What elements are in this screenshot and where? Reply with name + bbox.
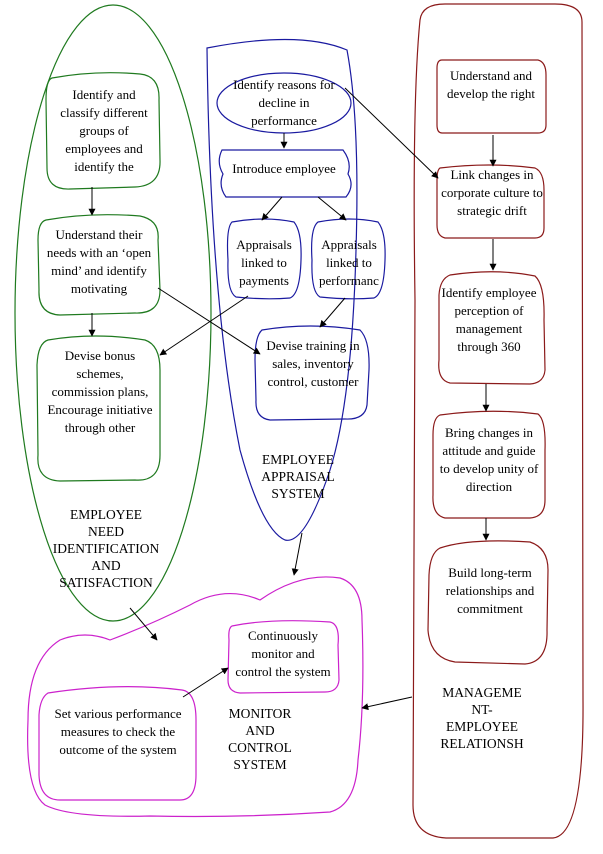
bring-changes-box[interactable] (432, 410, 546, 519)
continuously-monitor-text: Continuously monitor and control the sys… (235, 628, 331, 679)
link-changes-box[interactable] (436, 164, 545, 239)
identify-classify-text: Identify and classify different groups o… (60, 87, 148, 174)
arrow-appraisal-to-monitor (291, 532, 303, 576)
employee-need-group-outline (14, 4, 212, 622)
understand-develop-text: Understand and develop the right (446, 68, 536, 101)
appraisal-group-outline (206, 38, 358, 541)
monitor-label: MONITOR AND CONTROL SYSTEM (228, 706, 292, 772)
identify-reasons-text: Identify reasons for decline in performa… (233, 77, 335, 128)
introduce-employee-box[interactable] (218, 149, 352, 198)
identify-perception-text: Identify employee perception of manageme… (441, 285, 537, 354)
devise-training-text: Devise training in sales, inventory cont… (266, 338, 360, 389)
appraisals-payments-box[interactable] (226, 218, 302, 300)
bring-changes-text: Bring changes in attitude and guide to d… (439, 425, 539, 494)
arrow-payments-to-bonus (159, 295, 249, 356)
introduce-employee-text: Introduce employee (232, 161, 336, 176)
understand-needs-box[interactable] (37, 214, 161, 316)
appraisals-payments-text: Appraisals linked to payments (236, 237, 292, 288)
arrow-need-to-monitor (129, 607, 158, 641)
appraisals-performance-text: Appraisals linked to performanc (319, 237, 379, 288)
appraisals-performance-box[interactable] (311, 218, 386, 300)
link-changes-text: Link changes in corporate culture to str… (441, 167, 543, 218)
continuously-monitor-box[interactable] (227, 620, 340, 694)
arrow-performance-to-training (319, 297, 346, 328)
set-measures-box[interactable] (38, 686, 197, 801)
appraisal-label: EMPLOYEE APPRAISAL SYSTEM (261, 452, 335, 501)
employee-need-label: EMPLOYEE NEED IDENTIFICATION AND SATISFA… (52, 507, 160, 590)
understand-needs-text: Understand their needs with an ‘open min… (46, 227, 152, 296)
arrow-management-to-monitor (361, 696, 413, 711)
devise-bonus-box[interactable] (36, 335, 161, 482)
set-measures-text: Set various performance measures to chec… (54, 706, 182, 757)
management-label: MANAGEME NT- EMPLOYEE RELATIONSH (440, 685, 524, 751)
monitor-group-outline (27, 576, 364, 818)
devise-bonus-text: Devise bonus schemes, commission plans, … (47, 348, 153, 435)
management-group-outline (412, 3, 584, 839)
build-relationships-text: Build long-term relationships and commit… (445, 565, 535, 616)
understand-develop-box[interactable] (436, 59, 547, 134)
identify-perception-box[interactable] (438, 271, 546, 385)
arrow-reasons-to-link (344, 87, 439, 179)
arrow-introduce-to-performance (317, 196, 347, 221)
devise-training-box[interactable] (254, 325, 370, 421)
identify-classify-box[interactable] (45, 72, 161, 190)
arrow-understand-to-training (157, 287, 261, 355)
build-relationships-box[interactable] (427, 540, 549, 665)
arrow-measures-to-continuous (182, 667, 229, 698)
arrow-introduce-to-payments (261, 196, 283, 221)
